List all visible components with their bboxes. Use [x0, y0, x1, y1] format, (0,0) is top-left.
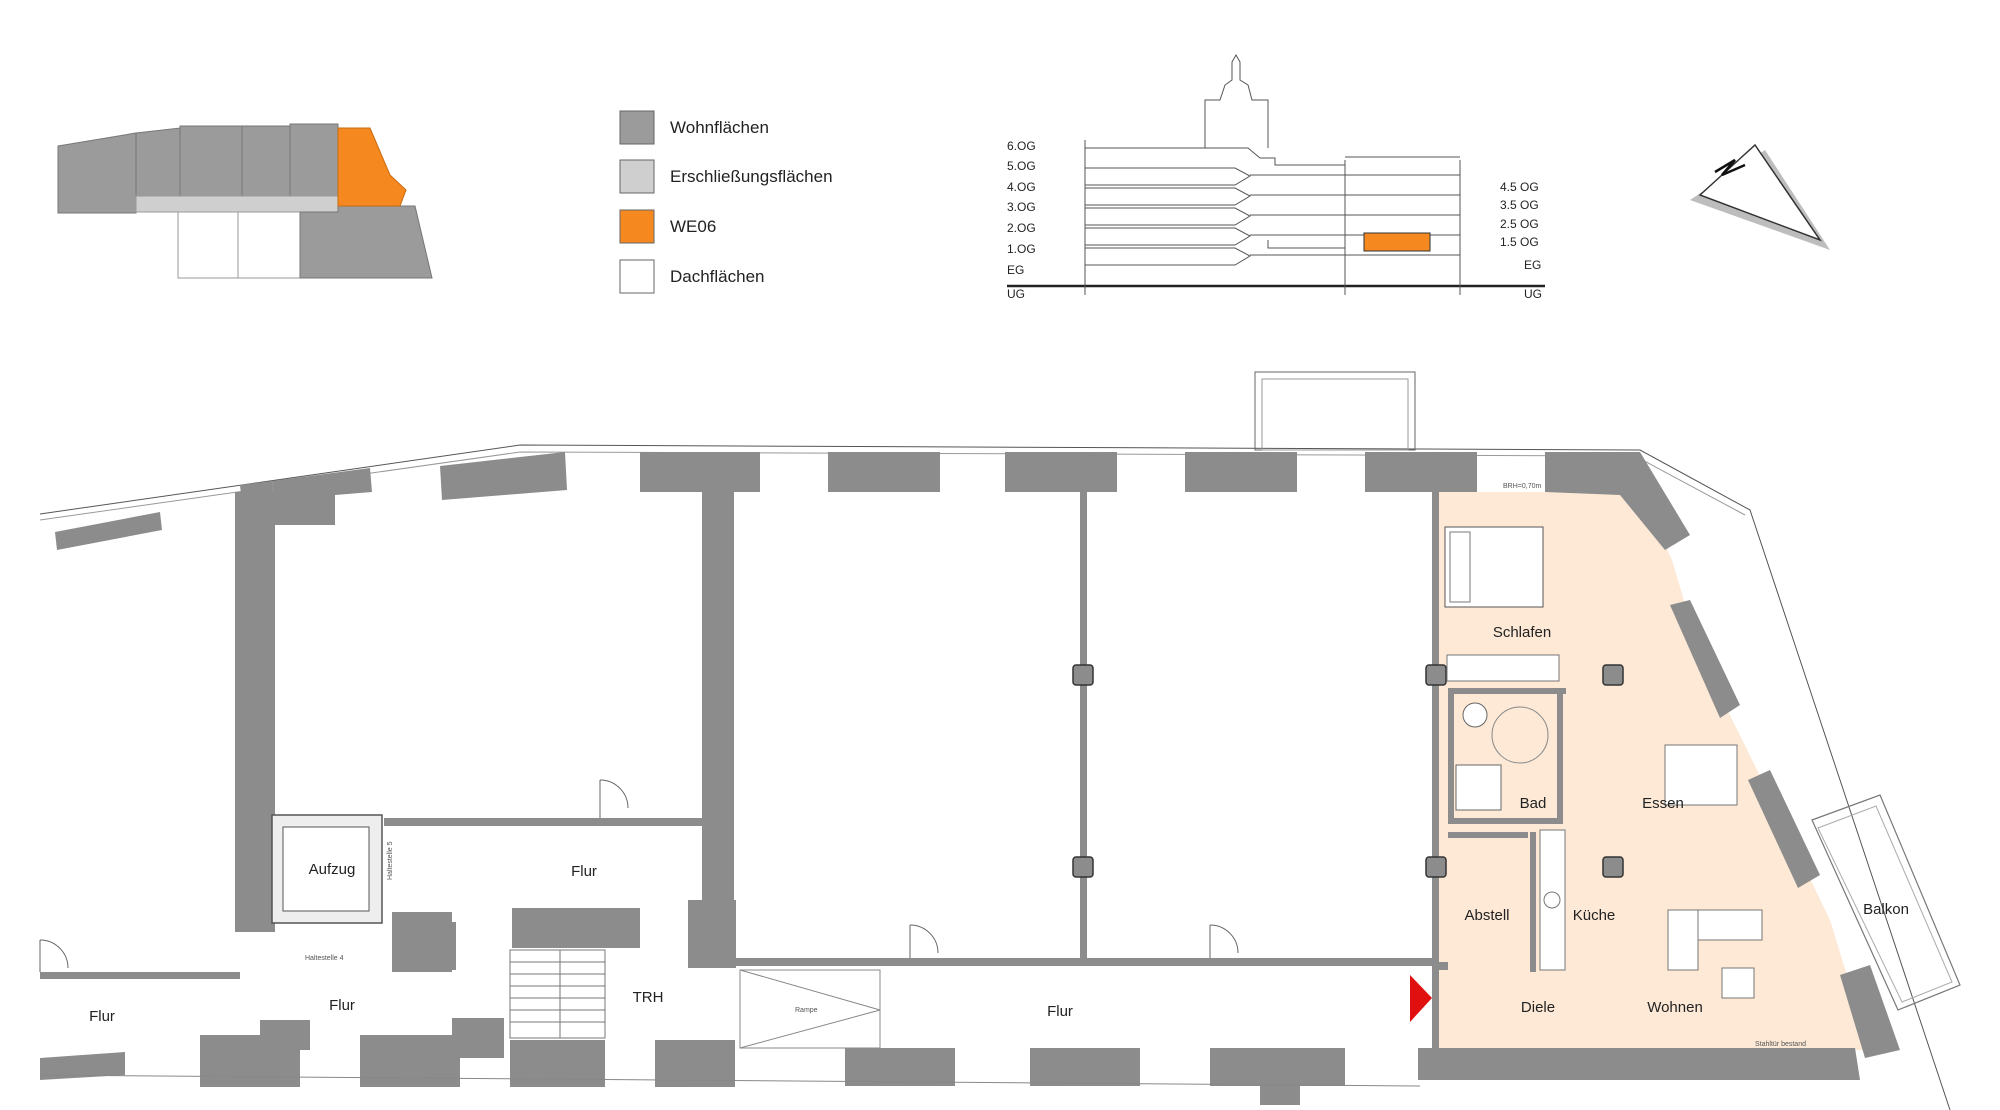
level-2-5og: 2.5 OG	[1500, 217, 1539, 231]
legend-swatch-erschliessung	[619, 159, 655, 194]
room-label-abstell: Abstell	[1464, 907, 1509, 924]
legend-label-wohnflaechen: Wohnflächen	[670, 118, 769, 137]
level-eg: EG	[1007, 263, 1024, 277]
entrance-marker-icon	[1410, 975, 1432, 1022]
room-label-essen: Essen	[1642, 795, 1684, 812]
room-label-flur-mid: Flur	[571, 863, 597, 880]
level-3og: 3.OG	[1007, 200, 1036, 214]
section-levels-right: 4.5 OG 3.5 OG 2.5 OG 1.5 OG EG UG	[1500, 180, 1542, 301]
level-3-5og: 3.5 OG	[1500, 198, 1539, 212]
note-stahltuer: Stahltür bestand	[1755, 1041, 1806, 1048]
legend-swatch-dachflaechen	[619, 259, 655, 294]
key-plan-we06-highlight	[337, 127, 407, 207]
legend-label-we06: WE06	[670, 217, 716, 236]
section-levels-left: 6.OG 5.OG 4.OG 3.OG 2.OG 1.OG EG UG	[1007, 139, 1036, 301]
room-label-kueche: Küche	[1573, 907, 1616, 924]
floor-plan	[39, 371, 1961, 1110]
legend-swatch-wohnflaechen	[619, 110, 655, 145]
legend-swatch-we06	[619, 209, 655, 244]
room-label-flur-left: Flur	[89, 1008, 115, 1025]
level-4-5og: 4.5 OG	[1500, 180, 1539, 194]
level-5og: 5.OG	[1007, 159, 1036, 173]
level-ug: UG	[1007, 287, 1025, 301]
room-label-aufzug: Aufzug	[309, 861, 356, 878]
key-plan	[57, 123, 433, 279]
room-labels: Aufzug Flur Flur Flur TRH Flur Schlafen …	[89, 624, 1909, 1025]
room-label-balkon: Balkon	[1863, 901, 1909, 918]
north-arrow-icon	[1690, 143, 1830, 250]
room-label-trh: TRH	[633, 989, 664, 1006]
level-6og: 6.OG	[1007, 139, 1036, 153]
level-1og: 1.OG	[1007, 242, 1036, 256]
note-brh: BRH=0,70m	[1503, 483, 1541, 490]
level-4og: 4.OG	[1007, 180, 1036, 194]
level-eg-right: EG	[1524, 258, 1541, 272]
room-label-bad: Bad	[1520, 795, 1547, 812]
plan-notes: Haltestelle 4 Haltestelle 5 Rampe BRH=0,…	[305, 483, 1806, 1048]
legend: Wohnflächen Erschließungsflächen WE06 Da…	[619, 110, 833, 294]
note-haltestelle-5: Haltestelle 5	[387, 841, 394, 880]
section-we06-highlight	[1363, 232, 1431, 252]
legend-label-dachflaechen: Dachflächen	[670, 267, 765, 286]
note-rampe: Rampe	[795, 1007, 818, 1014]
room-label-flur-stair: Flur	[329, 997, 355, 1014]
level-1-5og: 1.5 OG	[1500, 235, 1539, 249]
room-label-wohnen: Wohnen	[1647, 999, 1703, 1016]
note-haltestelle-4: Haltestelle 4	[305, 955, 344, 962]
legend-label-erschliessung: Erschließungsflächen	[670, 167, 833, 186]
level-ug-right: UG	[1524, 287, 1542, 301]
room-label-diele: Diele	[1521, 999, 1555, 1016]
level-2og: 2.OG	[1007, 221, 1036, 235]
building-section	[1007, 53, 1545, 295]
room-label-schlafen: Schlafen	[1493, 624, 1551, 641]
room-label-flur-corridor: Flur	[1047, 1003, 1073, 1020]
